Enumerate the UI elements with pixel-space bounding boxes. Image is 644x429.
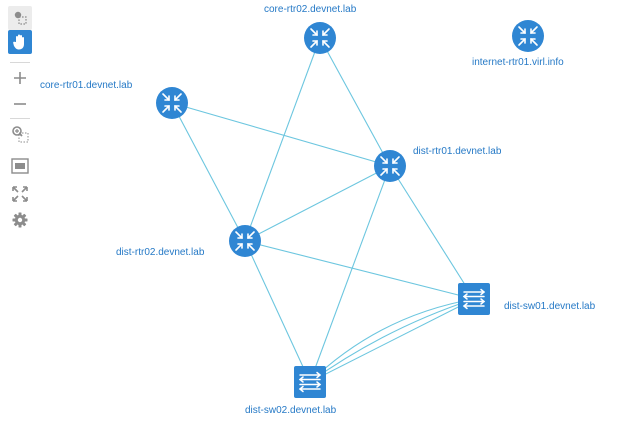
link-dist-rtr02-dist-sw01[interactable] — [244, 240, 475, 300]
node-label-internet-rtr01: internet-rtr01.virl.info — [472, 57, 564, 68]
node-internet-rtr01[interactable] — [512, 20, 544, 52]
link-dist-sw01-dist-sw02[interactable] — [309, 298, 475, 383]
nodes-layer — [156, 20, 544, 398]
node-dist-rtr01[interactable] — [374, 150, 406, 182]
node-core-rtr02[interactable] — [304, 22, 336, 54]
zoom-selection-button[interactable] — [8, 122, 32, 146]
link-dist-rtr02-dist-sw02[interactable] — [244, 240, 311, 383]
fit-screen-icon — [11, 158, 29, 174]
link-dist-rtr01-dist-sw01[interactable] — [389, 165, 475, 300]
hand-icon — [13, 34, 24, 50]
node-label-core-rtr02: core-rtr02.devnet.lab — [264, 4, 357, 15]
node-label-dist-sw01: dist-sw01.devnet.lab — [504, 301, 596, 312]
router-icon — [229, 225, 261, 257]
link-dist-rtr01-dist-rtr02[interactable] — [244, 165, 391, 242]
toolbar-divider — [10, 62, 30, 63]
node-label-dist-rtr01: dist-rtr01.devnet.lab — [413, 146, 502, 157]
minus-icon — [14, 103, 26, 105]
link-core-rtr01-dist-rtr01[interactable] — [171, 102, 391, 167]
switch-icon — [294, 366, 326, 398]
node-label-dist-rtr02: dist-rtr02.devnet.lab — [116, 247, 205, 258]
lasso-select-icon — [14, 11, 27, 25]
node-dist-sw02[interactable] — [294, 366, 326, 398]
node-dist-sw01[interactable] — [458, 283, 490, 315]
node-label-core-rtr01: core-rtr01.devnet.lab — [40, 80, 133, 91]
router-icon — [304, 22, 336, 54]
gear-icon — [12, 212, 28, 228]
link-core-rtr02-dist-rtr01[interactable] — [319, 37, 391, 167]
node-core-rtr01[interactable] — [156, 87, 188, 119]
plus-icon — [14, 72, 26, 84]
node-dist-rtr02[interactable] — [229, 225, 261, 257]
fullscreen-button[interactable] — [8, 182, 32, 206]
zoom-in-button[interactable] — [8, 66, 32, 90]
router-icon — [156, 87, 188, 119]
link-core-rtr01-dist-rtr02[interactable] — [171, 102, 246, 242]
links-layer — [171, 37, 475, 383]
link-dist-sw01-dist-sw02[interactable] — [309, 298, 475, 383]
select-tool-button[interactable] — [8, 6, 32, 30]
pan-tool-button[interactable] — [8, 30, 32, 54]
settings-button[interactable] — [8, 208, 32, 232]
link-core-rtr02-dist-rtr02[interactable] — [244, 37, 321, 242]
fit-view-button[interactable] — [8, 154, 32, 178]
toolbar-divider — [10, 118, 30, 119]
router-icon — [374, 150, 406, 182]
expand-icon — [12, 186, 28, 202]
link-dist-sw01-dist-sw02[interactable] — [309, 298, 475, 383]
node-label-dist-sw02: dist-sw02.devnet.lab — [245, 405, 337, 416]
switch-icon — [458, 283, 490, 315]
link-dist-rtr01-dist-sw02[interactable] — [309, 165, 391, 383]
router-icon — [512, 20, 544, 52]
zoom-out-button[interactable] — [8, 92, 32, 116]
zoom-box-icon — [12, 126, 29, 143]
